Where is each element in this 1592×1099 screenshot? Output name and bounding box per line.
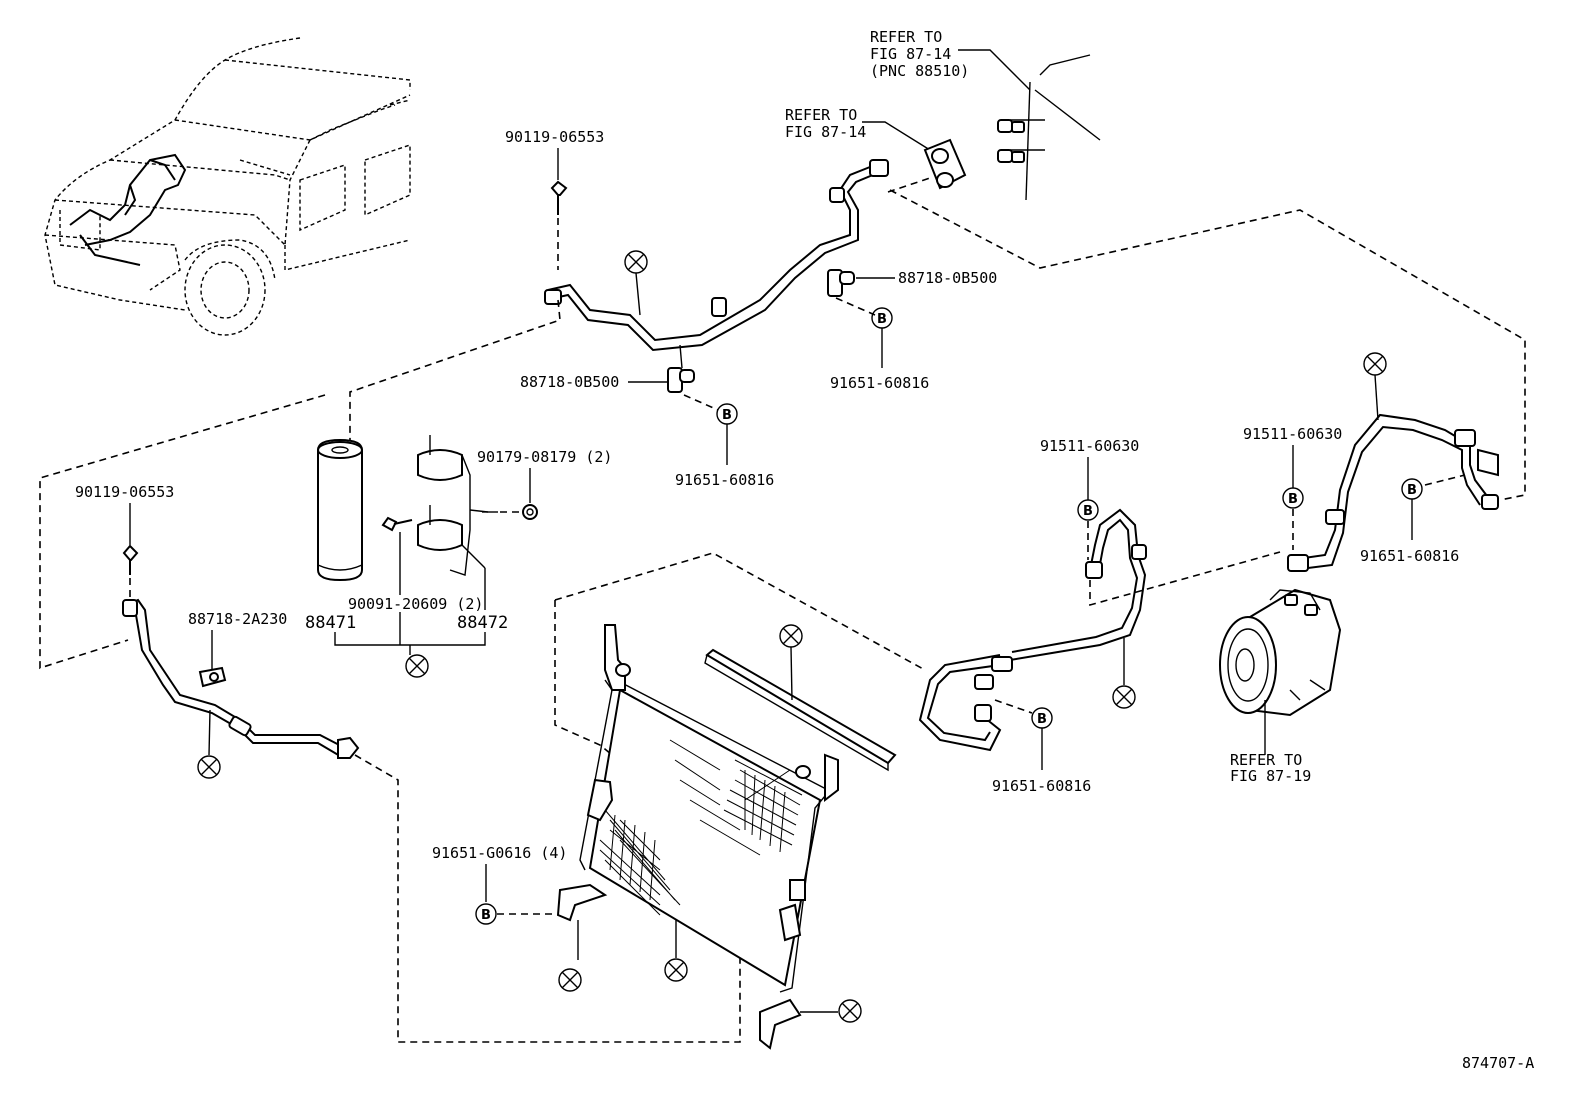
refer-top-line3: (PNC 88510) <box>870 62 969 80</box>
tube-bend-fitting <box>829 187 845 203</box>
discharge-tube-assembly[interactable] <box>544 159 889 352</box>
x-marker-bracket-right <box>838 999 862 1023</box>
label-oring-far-right: 91651-60816 <box>1360 547 1459 565</box>
refer-upper-line2: FIG 87-14 <box>785 123 866 141</box>
x-marker-suction-hose <box>1363 352 1387 421</box>
figure-code: 874707-A <box>1462 1054 1534 1072</box>
b-marker-oring-mid-right: B <box>1031 707 1053 729</box>
condenser-seal-strip[interactable] <box>704 648 897 772</box>
dashed-oring-mid-right <box>994 699 1033 714</box>
vehicle-outline <box>44 37 411 336</box>
condenser-fins <box>599 739 803 916</box>
liquid-tube-left[interactable] <box>122 598 360 759</box>
x-marker-tube <box>624 250 648 316</box>
svg-text:B: B <box>877 312 887 327</box>
bracket-nut[interactable] <box>482 504 538 520</box>
leader-refer-upper <box>862 121 931 151</box>
receiver-bracket[interactable] <box>417 435 489 576</box>
dashed-oring-top-mid <box>683 394 719 411</box>
label-oring-mid-right: 91651-60816 <box>992 777 1091 795</box>
bolt-left[interactable] <box>122 544 139 600</box>
condenser-bracket-lower-left[interactable] <box>556 883 608 960</box>
label-oring-top-mid: 91651-60816 <box>675 471 774 489</box>
clamp-left[interactable] <box>198 666 227 688</box>
leader-refer-top <box>958 49 1031 91</box>
x-marker-bracket-left <box>558 968 582 992</box>
dashed-oring-top-right <box>835 297 876 316</box>
dashed-hose-compressor <box>1089 551 1281 607</box>
bracket-group-connector <box>334 612 486 655</box>
condenser-bracket-lower-right[interactable] <box>759 998 838 1050</box>
x-marker-left-tube <box>197 709 221 779</box>
refer-upper-line1: REFER TO <box>785 106 857 124</box>
refer-compressor-line2: FIG 87-19 <box>1230 767 1311 785</box>
x-marker-receiver <box>405 654 429 678</box>
dashed-route-left <box>39 394 326 670</box>
label-bracket-nut: 90179-08179 (2) <box>477 448 612 466</box>
svg-text:B: B <box>1288 492 1298 507</box>
dashed-grommet <box>887 177 931 193</box>
suction-hose[interactable] <box>1287 413 1499 572</box>
label-receiver: 88471 <box>305 613 356 633</box>
svg-text:B: B <box>1083 504 1093 519</box>
label-bracket: 88472 <box>457 613 508 633</box>
clamp-top-right[interactable] <box>827 269 855 297</box>
tube-end-fitting <box>544 289 562 305</box>
dashed-route-receiver <box>349 299 561 440</box>
condenser-core[interactable] <box>579 624 839 993</box>
x-marker-condenser <box>664 920 688 982</box>
tube-nut-fitting <box>869 159 889 177</box>
firewall-connection <box>997 54 1101 201</box>
svg-text:B: B <box>481 908 491 923</box>
refer-compressor-line1: REFER TO <box>1230 751 1302 769</box>
dashed-route-right <box>889 189 1526 501</box>
refer-top-line1: REFER TO <box>870 28 942 46</box>
label-bolt-left: 90119-06553 <box>75 483 174 501</box>
label-clamp-top-mid: 88718-0B500 <box>520 373 619 391</box>
refer-top-line2: FIG 87-14 <box>870 45 951 63</box>
x-marker-discharge-hose <box>1112 638 1136 709</box>
svg-text:B: B <box>1407 483 1417 498</box>
label-oring-condenser: 91651-G0616 (4) <box>432 844 567 862</box>
grommet-plate <box>923 138 967 190</box>
label-bolt-far-right: 91511-60630 <box>1243 425 1342 443</box>
tube-sensor-fitting <box>711 297 727 317</box>
label-bolt-mid-right: 91511-60630 <box>1040 437 1139 455</box>
svg-text:B: B <box>722 408 732 423</box>
b-marker-bolt-mid-right: B <box>1077 499 1099 521</box>
svg-text:B: B <box>1037 712 1047 727</box>
x-marker-seal <box>779 624 803 701</box>
discharge-hose[interactable] <box>918 508 1147 752</box>
bolt-top[interactable] <box>550 180 568 270</box>
b-marker-bolt-far-right: B <box>1282 487 1304 509</box>
dashed-oring-far-right <box>1424 474 1466 486</box>
compressor[interactable] <box>1219 588 1342 717</box>
dashed-condenser-top <box>554 552 926 671</box>
b-marker-condenser: B <box>475 903 497 925</box>
bracket-bolt-small[interactable] <box>381 516 413 532</box>
clamp-top-mid[interactable] <box>667 344 695 393</box>
label-bracket-bolt: 90091-20609 (2) <box>348 595 483 613</box>
label-clamp-left: 88718-2A230 <box>188 610 287 628</box>
label-bolt-top: 90119-06553 <box>505 128 604 146</box>
label-clamp-top-right: 88718-0B500 <box>898 269 997 287</box>
b-marker-oring-far-right: B <box>1401 478 1423 500</box>
receiver-dryer[interactable] <box>317 438 363 582</box>
b-marker-top-mid: B <box>716 403 738 425</box>
b-marker-top-right: B <box>871 307 893 329</box>
label-oring-top-right: 91651-60816 <box>830 374 929 392</box>
